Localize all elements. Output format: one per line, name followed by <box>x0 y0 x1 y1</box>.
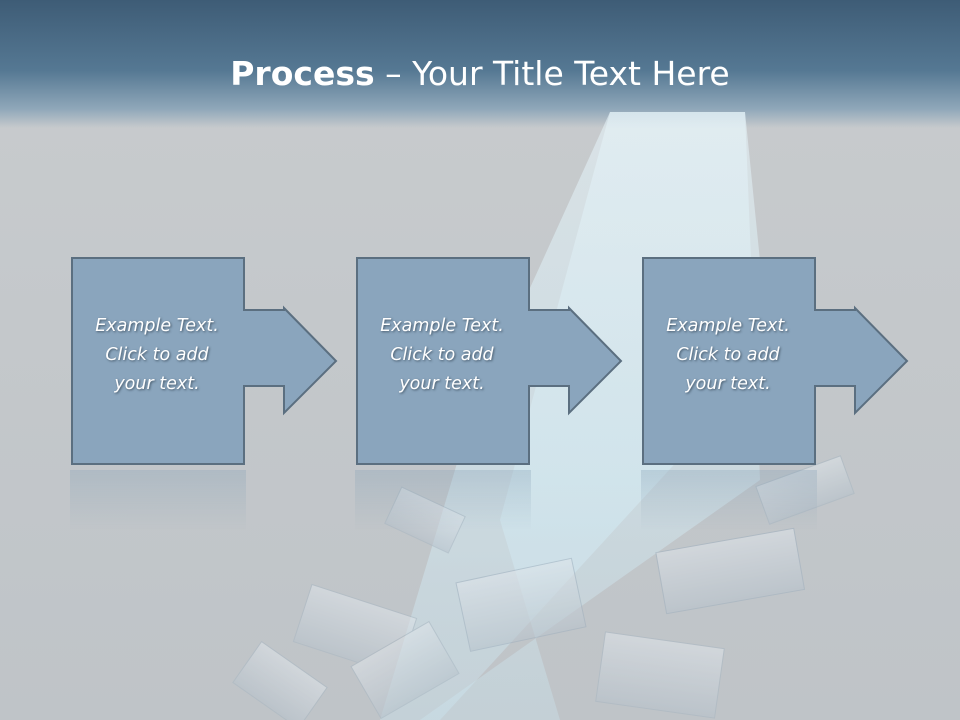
arrow-box-shape <box>71 257 338 465</box>
process-step[interactable]: Example Text. Click to add your text. <box>641 256 911 468</box>
header-band <box>0 0 960 128</box>
step-line: Example Text. <box>666 316 790 336</box>
process-step[interactable]: Example Text. Click to add your text. <box>355 256 625 468</box>
title-rest: – Your Title Text Here <box>374 54 730 93</box>
slide-title[interactable]: Process – Your Title Text Here <box>0 52 960 96</box>
arrow-box-shape <box>356 257 623 465</box>
process-step[interactable]: Example Text. Click to add your text. <box>70 256 340 468</box>
step-line: Click to add <box>390 345 494 365</box>
step-text[interactable]: Example Text. Click to add your text. <box>72 312 242 399</box>
step-line: Click to add <box>105 345 209 365</box>
reflection <box>641 470 817 530</box>
step-line: your text. <box>685 374 771 394</box>
reflection <box>355 470 531 530</box>
step-text[interactable]: Example Text. Click to add your text. <box>357 312 527 399</box>
step-line: your text. <box>399 374 485 394</box>
step-text[interactable]: Example Text. Click to add your text. <box>643 312 813 399</box>
reflection <box>70 470 246 530</box>
step-line: Example Text. <box>380 316 504 336</box>
title-bold: Process <box>230 54 375 93</box>
step-line: Example Text. <box>95 316 219 336</box>
arrow-box-shape <box>642 257 909 465</box>
step-line: your text. <box>114 374 200 394</box>
step-line: Click to add <box>676 345 780 365</box>
